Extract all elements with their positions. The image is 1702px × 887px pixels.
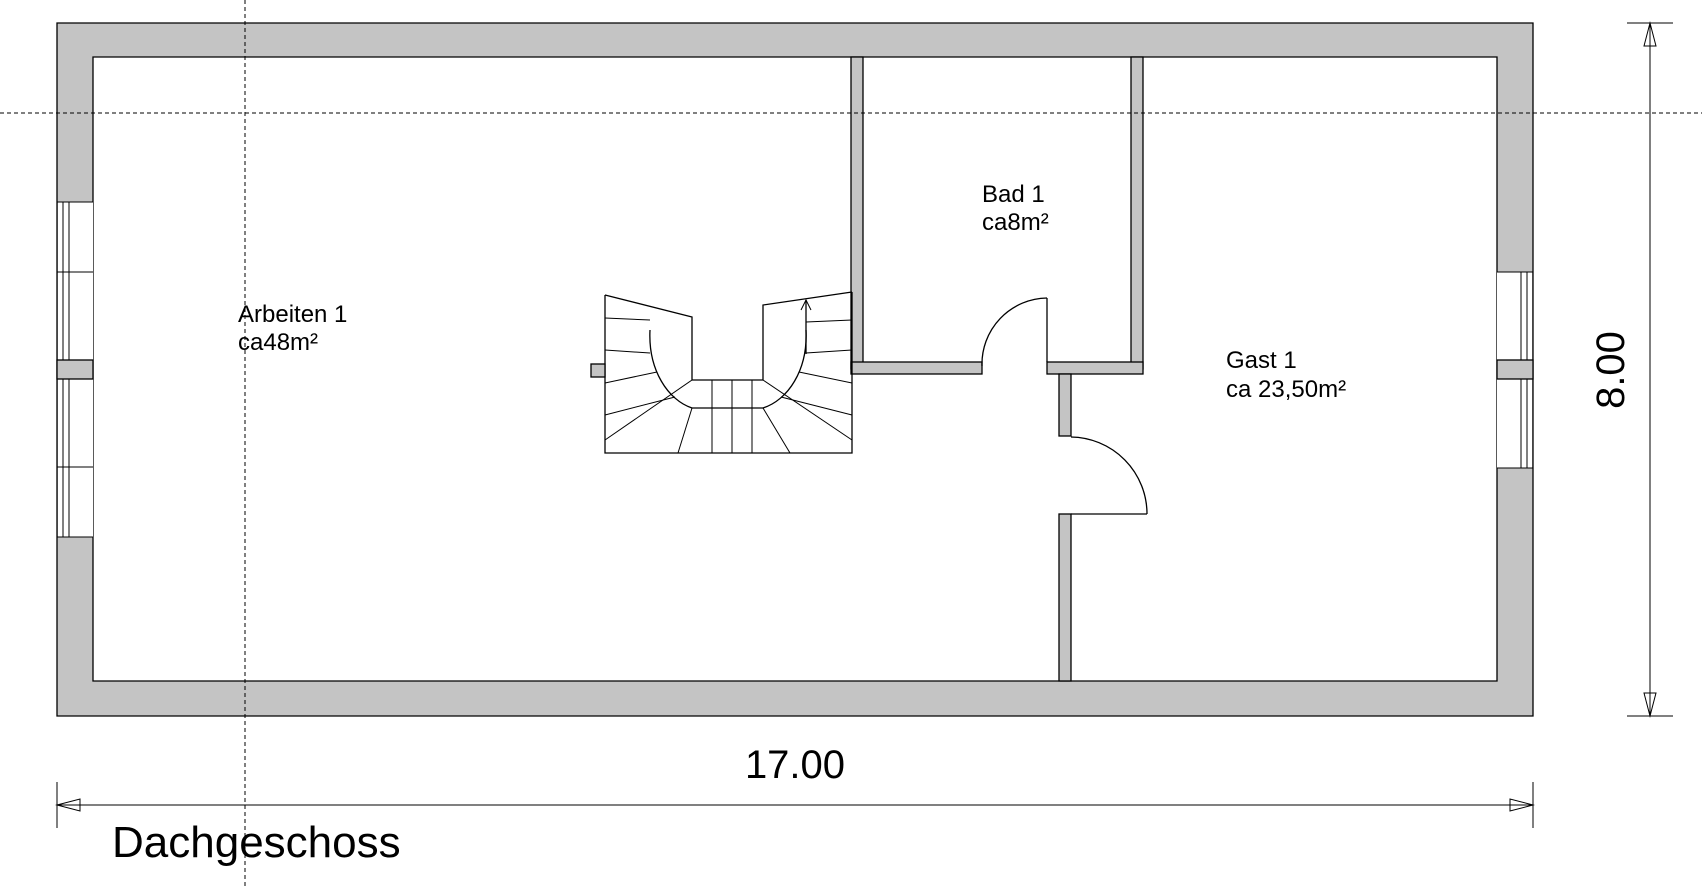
bad-wall-right bbox=[1130, 56, 1144, 370]
dimension-width-label: 17.00 bbox=[745, 743, 845, 787]
interior-walls bbox=[850, 56, 1144, 682]
drawing-title: Dachgeschoss bbox=[112, 818, 401, 867]
door-gast bbox=[1070, 436, 1148, 515]
room-gast-name: Gast 1 bbox=[1226, 347, 1297, 374]
dimension-depth-label: 8.00 bbox=[1589, 331, 1633, 409]
room-bad-name: Bad 1 bbox=[982, 181, 1045, 208]
dimension-width bbox=[55, 782, 1535, 828]
door-bad bbox=[981, 297, 1048, 367]
bad-wall-left bbox=[850, 56, 864, 370]
window-left bbox=[56, 201, 94, 538]
gast-wall-upper bbox=[1058, 373, 1072, 437]
room-arbeiten-area: ca48m² bbox=[238, 329, 318, 356]
window-right bbox=[1496, 271, 1534, 469]
gast-wall-lower bbox=[1058, 513, 1072, 682]
room-arbeiten-name: Arbeiten 1 bbox=[238, 301, 347, 328]
staircase bbox=[590, 291, 853, 454]
outer-wall bbox=[56, 22, 1534, 717]
bad-wall-bottom-left bbox=[850, 361, 983, 375]
room-bad-area: ca8m² bbox=[982, 209, 1049, 236]
bad-wall-bottom-right bbox=[1046, 361, 1144, 375]
dimension-depth bbox=[1627, 21, 1673, 718]
room-gast-area: ca 23,50m² bbox=[1226, 376, 1346, 403]
